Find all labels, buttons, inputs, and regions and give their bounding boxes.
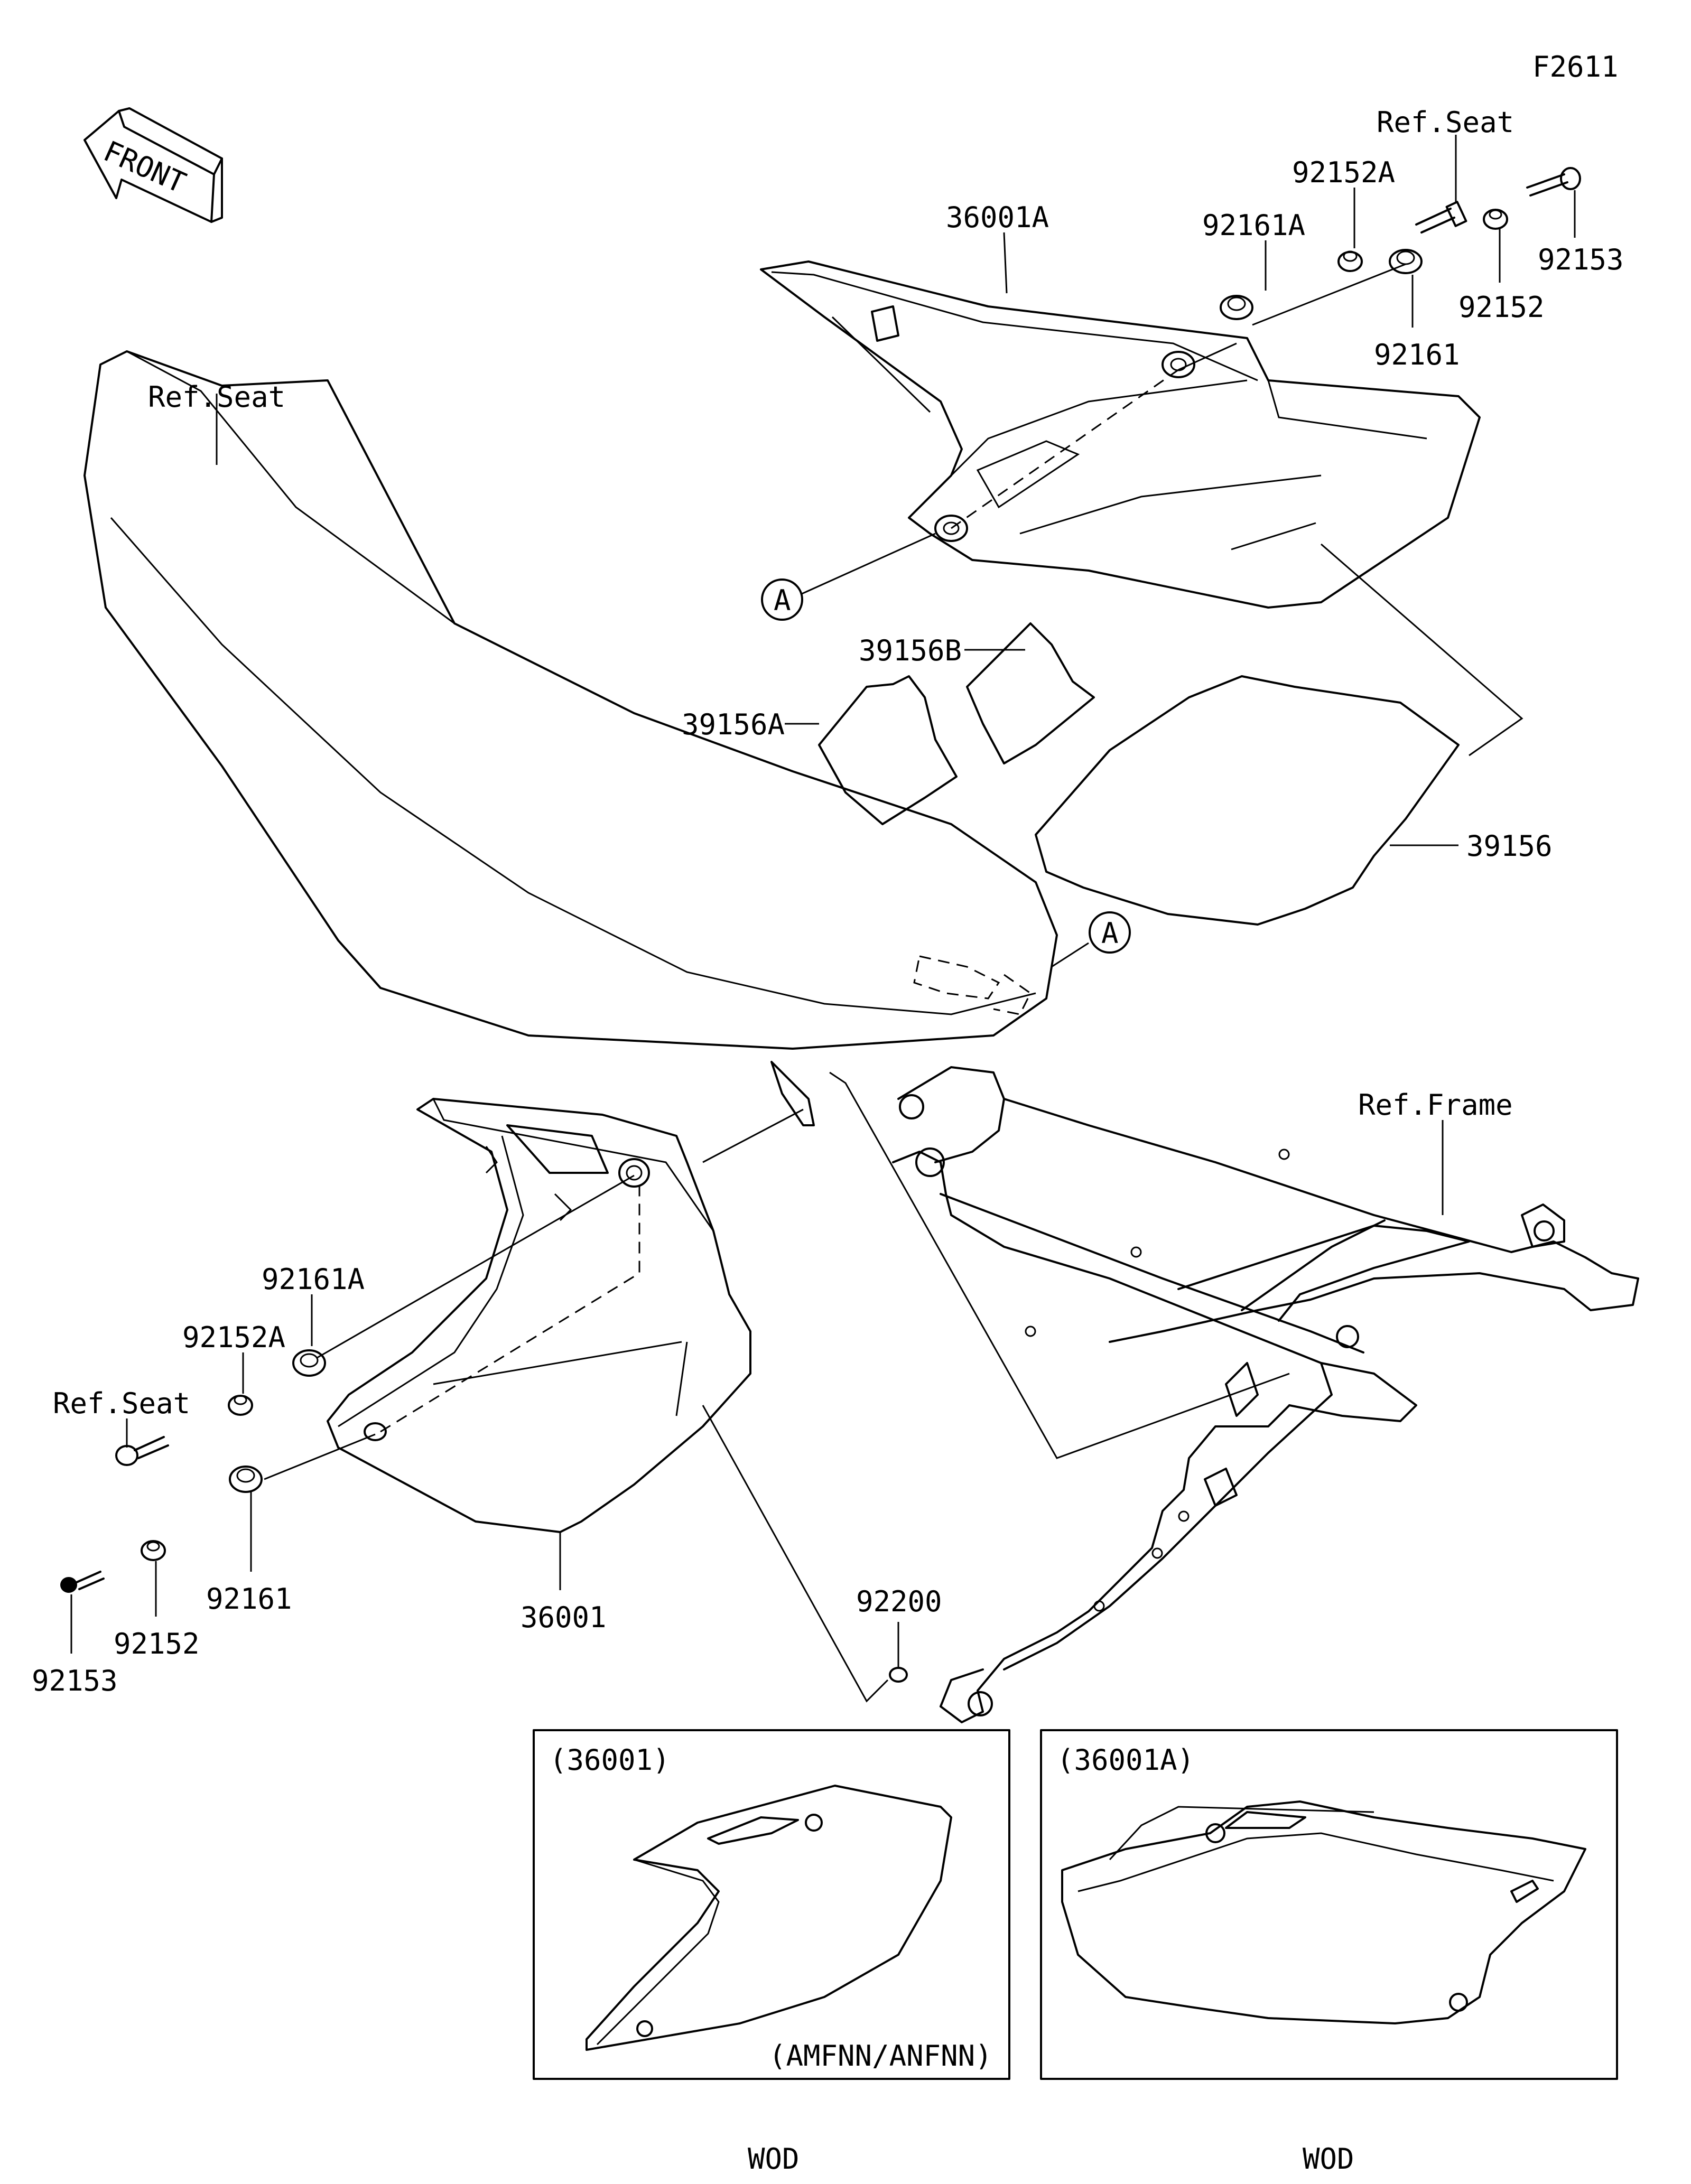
figure-code: F2611: [1532, 50, 1619, 83]
decal-39156B: [966, 622, 1095, 764]
label-refseat-top-right: Ref.Seat: [1377, 106, 1514, 139]
label-39156A: 39156A: [682, 708, 785, 741]
label-refseat-left: Ref.Seat: [148, 380, 285, 414]
subframe-reference: [892, 1066, 1639, 1723]
label-92161-top: 92161: [1374, 338, 1460, 371]
label-92161A-left: 92161A: [262, 1263, 365, 1296]
label-39156B: 39156B: [859, 634, 962, 667]
inset-left-note: (AMFNN/ANFNN): [769, 2039, 992, 2073]
bolt-refseat-top: [1415, 201, 1467, 234]
label-92152A-left: 92152A: [182, 1321, 285, 1354]
label-92200: 92200: [856, 1585, 942, 1618]
collar-92152A-left: [228, 1395, 253, 1416]
washer-92200: [889, 1667, 908, 1683]
collar-92152-bottom: [141, 1540, 166, 1561]
side-cover-left-36001: [327, 1098, 751, 1533]
label-92161A-top: 92161A: [1202, 209, 1305, 242]
bolt-refseat-bottom: [115, 1436, 169, 1466]
inset-left-color: WOD: [748, 2142, 800, 2176]
callout-a-top: [761, 578, 803, 621]
label-refseat-bottom-left: Ref.Seat: [53, 1387, 190, 1420]
decal-39156A: [818, 675, 958, 825]
seat-reference: [83, 350, 1058, 1050]
bolt-92153-top: [1526, 167, 1581, 197]
label-92153-top: 92153: [1538, 243, 1624, 276]
grommet-92161-bottom: [229, 1466, 263, 1493]
side-cover-right-36001A: [760, 260, 1481, 609]
label-92161-bottom: 92161: [206, 1582, 292, 1616]
callout-a-seat-label: A: [1101, 917, 1119, 950]
grommet-92161-top: [1389, 249, 1423, 274]
label-92152A-top: 92152A: [1292, 156, 1395, 189]
callout-a-top-label: A: [774, 584, 791, 617]
collar-92152A-top: [1337, 250, 1363, 272]
inset-left-title: (36001): [550, 1743, 670, 1777]
label-36001A: 36001A: [946, 201, 1049, 234]
label-ref-frame: Ref.Frame: [1358, 1088, 1513, 1122]
front-arrow-icon: FRONT: [83, 107, 223, 223]
grommet-92161A-left: [292, 1349, 326, 1377]
label-92152-top: 92152: [1458, 291, 1545, 324]
inset-right-color: WOD: [1303, 2142, 1354, 2176]
bolt-92153-bottom: [60, 1571, 105, 1593]
label-92153-bottom: 92153: [32, 1664, 118, 1697]
decal-39156: [1035, 675, 1460, 926]
inset-right-title: (36001A): [1057, 1743, 1194, 1777]
label-92152-bottom: 92152: [114, 1627, 200, 1660]
collar-92152-top: [1483, 209, 1508, 230]
callout-a-seat: [1089, 911, 1131, 954]
inset-36001: (36001) (AMFNN/ANFNN): [533, 1729, 1010, 2080]
label-36001: 36001: [521, 1601, 607, 1634]
inset-36001A: (36001A): [1040, 1729, 1618, 2080]
label-39156: 39156: [1466, 829, 1553, 863]
grommet-92161A-top: [1220, 295, 1253, 320]
